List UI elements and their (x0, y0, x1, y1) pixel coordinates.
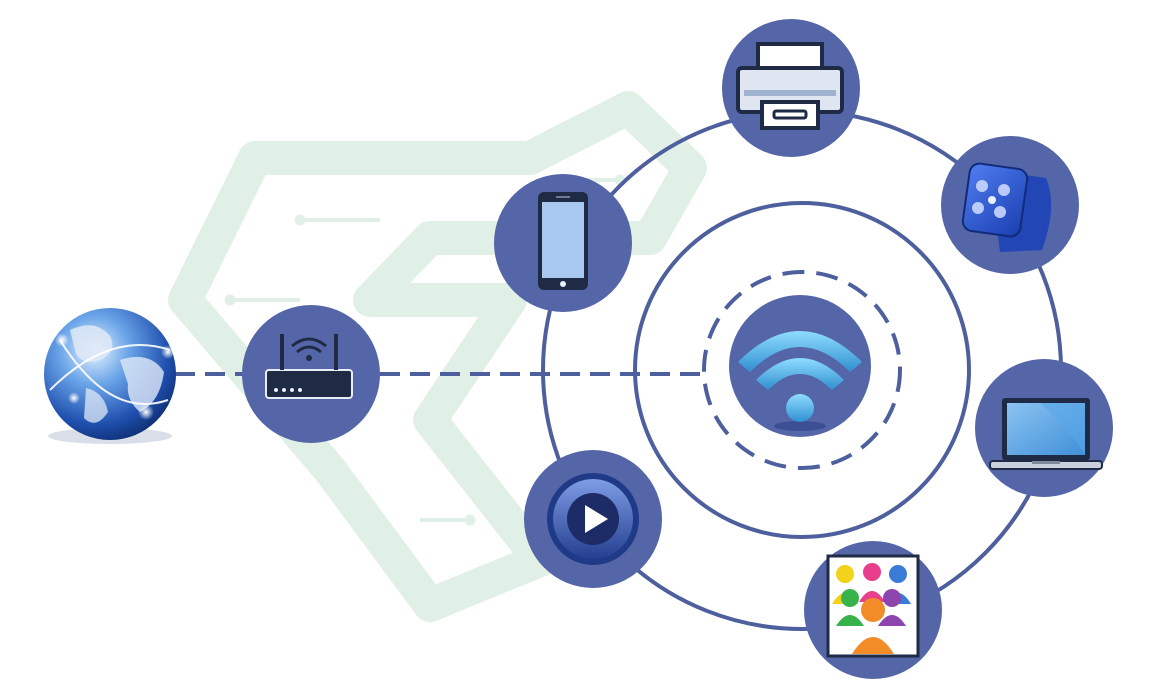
printer-icon (736, 42, 844, 130)
printer-node[interactable] (722, 19, 860, 157)
watermark-logo (168, 91, 707, 622)
people-group-node[interactable] (804, 541, 942, 679)
people-group-icon (826, 554, 920, 658)
inner-orbit-ring (702, 270, 902, 470)
smartphone-icon (538, 192, 588, 290)
smartwatch-node[interactable] (941, 136, 1079, 274)
middle-orbit-ring (633, 201, 971, 539)
smartwatch-icon (961, 162, 1052, 252)
laptop-icon (989, 398, 1103, 470)
globe-icon[interactable] (44, 308, 176, 444)
play-button-icon (547, 473, 639, 565)
laptop-node[interactable] (975, 359, 1113, 497)
media-node[interactable] (524, 450, 662, 588)
wifi-icon (738, 331, 862, 431)
wifi-hub-node[interactable] (729, 295, 871, 437)
smartphone-node[interactable] (494, 174, 632, 312)
router-node[interactable] (242, 305, 380, 443)
router-icon (265, 334, 353, 399)
